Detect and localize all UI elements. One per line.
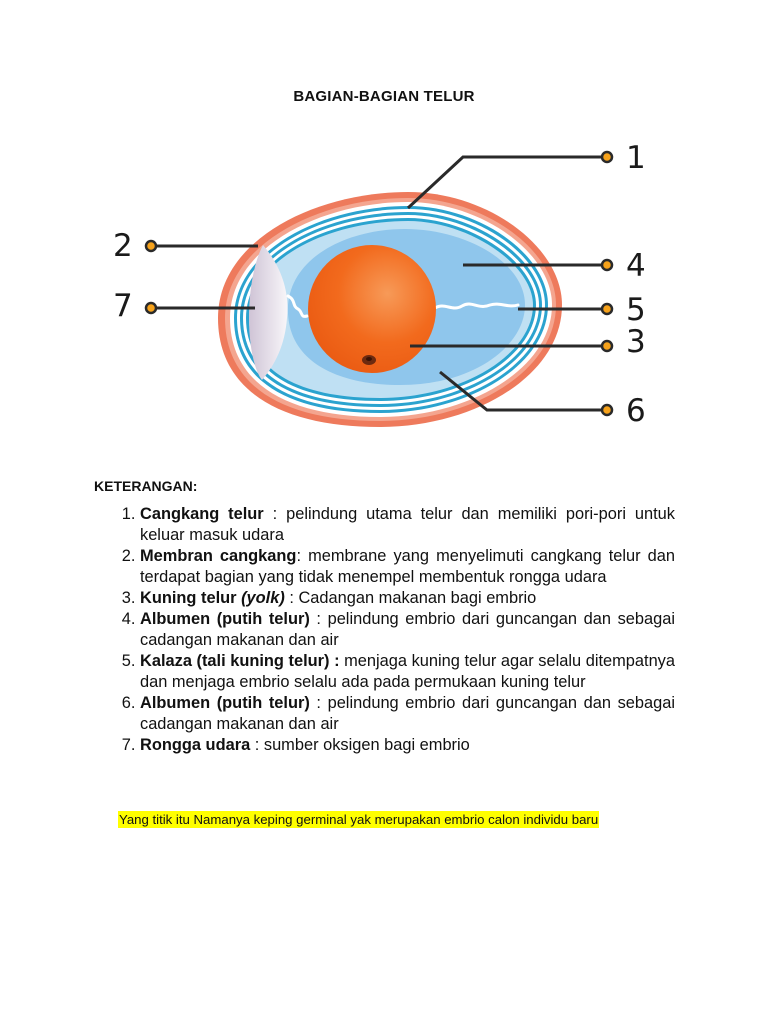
list-item: Cangkang telur : pelindung utama telur d… — [140, 504, 675, 546]
item-separator: : — [284, 589, 299, 607]
list-item: Albumen (putih telur) : pelindung embrio… — [140, 693, 675, 735]
dot-6 — [600, 403, 614, 417]
label-7: 7 — [113, 288, 133, 324]
label-2: 2 — [113, 228, 133, 264]
item-term: Albumen (putih telur) — [140, 694, 310, 712]
item-separator: : — [250, 736, 264, 754]
item-description: pelindung embrio dari guncangan dan seba… — [140, 694, 675, 733]
dot-1 — [600, 150, 614, 164]
dot-3 — [600, 339, 614, 353]
item-description: sumber oksigen bagi embrio — [263, 736, 470, 754]
item-term-italic: (yolk) — [241, 589, 285, 607]
list-item: Albumen (putih telur) : pelindung embrio… — [140, 609, 675, 651]
label-3: 3 — [626, 324, 646, 360]
dot-7 — [144, 301, 158, 315]
item-separator: : — [309, 694, 328, 712]
list-item: Rongga udara : sumber oksigen bagi embri… — [140, 735, 675, 756]
item-description: membrane yang menyelimuti cangkang telur… — [140, 547, 676, 586]
item-term: Cangkang telur — [140, 505, 264, 523]
leader-1 — [406, 155, 606, 210]
dot-2 — [144, 239, 158, 253]
dot-5 — [600, 302, 614, 316]
legend-list: Cangkang telur : pelindung utama telur d… — [94, 504, 675, 756]
item-description: pelindung embrio dari guncangan dan seba… — [140, 610, 675, 649]
item-separator: : — [309, 610, 328, 628]
leader-6 — [439, 370, 606, 412]
item-description: Cadangan makanan bagi embrio — [298, 589, 537, 607]
item-term: Membran cangkang — [140, 547, 297, 565]
item-description: menjaga kuning telur agar selalu ditempa… — [140, 652, 675, 691]
label-4: 4 — [626, 248, 646, 284]
egg-diagram: 1 2 7 4 5 3 6 — [113, 140, 646, 429]
chalaza-right — [433, 302, 520, 310]
item-term: Albumen (putih telur) — [140, 610, 310, 628]
dot-4 — [600, 258, 614, 272]
list-item: Kalaza (tali kuning telur) : menjaga kun… — [140, 651, 675, 693]
list-item: Kuning telur (yolk) : Cadangan makanan b… — [140, 588, 675, 609]
chalaza-left — [286, 294, 309, 318]
label-5: 5 — [626, 292, 646, 328]
page-title: BAGIAN-BAGIAN TELUR — [293, 88, 475, 105]
item-separator: : — [296, 547, 309, 565]
item-term: Rongga udara — [140, 736, 251, 754]
item-description: pelindung utama telur dan memiliki pori-… — [140, 505, 675, 544]
air-cell — [249, 245, 288, 380]
item-term: Kalaza (tali kuning telur) : — [140, 652, 340, 670]
item-separator: : — [263, 505, 287, 523]
label-1: 1 — [626, 140, 646, 176]
item-term: Kuning telur — [140, 589, 242, 607]
list-item: Membran cangkang: membrane yang menyelim… — [140, 546, 675, 588]
keterangan-heading: KETERANGAN: — [94, 478, 198, 494]
label-6: 6 — [626, 393, 646, 429]
highlighted-note: Yang titik itu Namanya keping germinal y… — [118, 811, 600, 828]
yolk — [308, 245, 436, 373]
